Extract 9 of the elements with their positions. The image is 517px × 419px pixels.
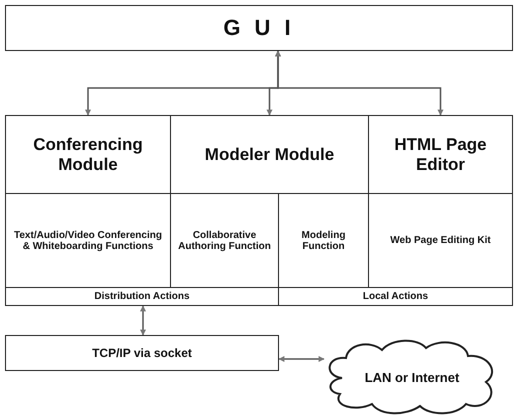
module-header: HTML Page Editor xyxy=(368,115,513,194)
arrow xyxy=(275,50,444,116)
process-box: TCP/IP via socket xyxy=(5,335,279,371)
action-bar: Distribution Actions xyxy=(5,287,279,306)
arrow xyxy=(140,305,146,336)
arrow xyxy=(278,356,325,362)
action-bar: Local Actions xyxy=(278,287,513,306)
title-box: G U I xyxy=(5,5,513,51)
module-header: Conferencing Module xyxy=(5,115,171,194)
